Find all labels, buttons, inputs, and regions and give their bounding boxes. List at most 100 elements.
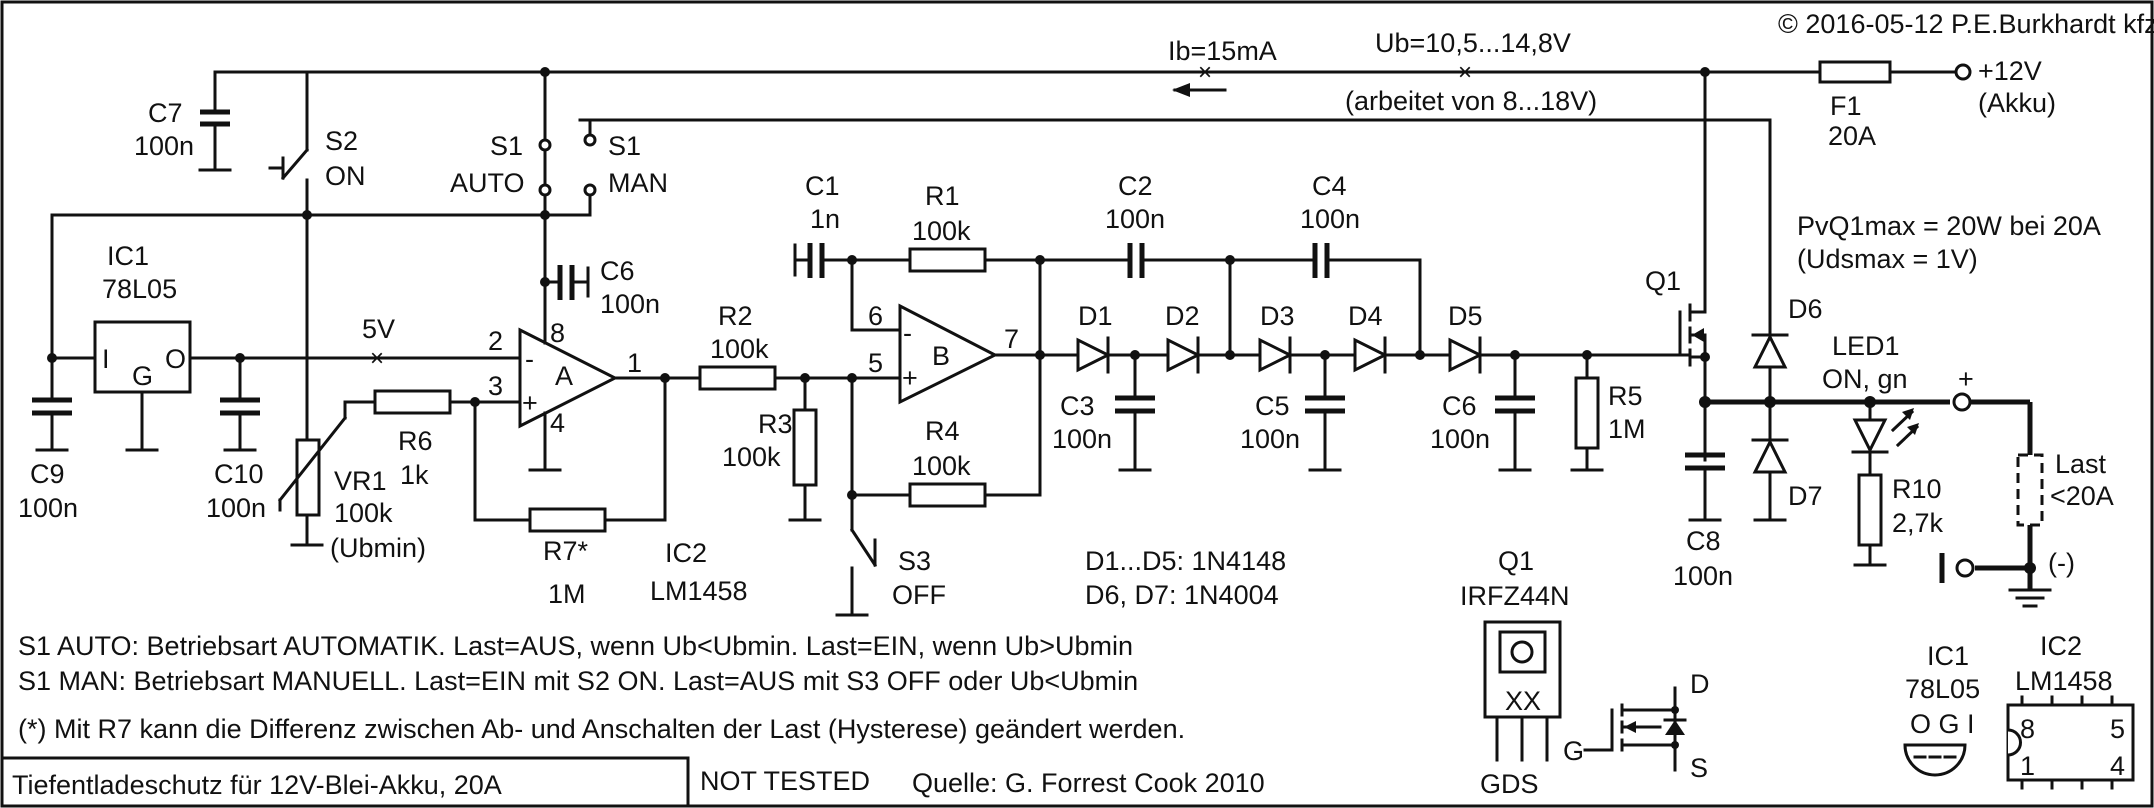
r5-name: R5 <box>1608 381 1643 411</box>
title-block <box>0 756 690 808</box>
c6b-value: 100n <box>1430 424 1490 454</box>
opb-plus: + <box>902 363 918 393</box>
opb-pin7: 7 <box>1004 324 1019 354</box>
led1-name: LED1 <box>1832 331 1900 361</box>
pkg-q1-type: IRFZ44N <box>1460 581 1570 611</box>
d6-label: D6 <box>1788 294 1823 324</box>
copyright: © 2016-05-12 P.E.Burkhardt kfz3-aw3 <box>1778 9 2154 39</box>
ib-cross: × <box>1198 59 1212 86</box>
opb-pin6: 6 <box>868 301 883 331</box>
r10-name: R10 <box>1892 474 1942 504</box>
resistor-r5 <box>1570 353 1604 472</box>
hysteresis-note: (*) Mit R7 kann die Differenz zwischen A… <box>18 714 1185 744</box>
pkg-q1-d: D <box>1690 669 1710 699</box>
mosfet-symbol <box>1583 686 1687 772</box>
resistor-r4 <box>847 376 1042 532</box>
load-name: Last <box>2055 449 2107 479</box>
opa-pin3: 3 <box>488 371 503 401</box>
r10-value: 2,7k <box>1892 508 1944 538</box>
capacitor-c10 <box>220 356 260 452</box>
pkg-ic2-type: LM1458 <box>2015 666 2113 696</box>
c5-name: C5 <box>1255 391 1290 421</box>
s1-man-name: S1 <box>608 131 641 161</box>
c3-name: C3 <box>1060 391 1095 421</box>
pkg-ic2-p8: 8 <box>2020 714 2035 744</box>
c6b-name: C6 <box>1442 391 1477 421</box>
pkg-q1-name: Q1 <box>1498 546 1534 576</box>
ub-cross: × <box>1458 59 1472 86</box>
switch-s3 <box>835 527 878 617</box>
current-arrow <box>1172 83 1227 97</box>
resistor-r2 <box>698 365 902 391</box>
opa-pin2: 2 <box>488 326 503 356</box>
package-to220 <box>1483 620 1562 762</box>
r7-name: R7* <box>543 536 589 566</box>
opa-pin1: 1 <box>627 348 642 378</box>
ic1-pin-g: G <box>132 361 153 391</box>
c3-value: 100n <box>1052 424 1112 454</box>
range-label: (arbeitet von 8...18V) <box>1345 86 1597 116</box>
opamp-a <box>518 280 702 472</box>
load-plus: + <box>1958 364 1974 394</box>
pkg-ic2-p5: 5 <box>2110 714 2125 744</box>
v5-cross: × <box>370 345 384 372</box>
c2-value: 100n <box>1105 204 1165 234</box>
diode-d5 <box>1448 336 1484 374</box>
opb-pin5: 5 <box>868 348 883 378</box>
s2-name: S2 <box>325 126 358 156</box>
c2-name: C2 <box>1118 171 1153 201</box>
r2-name: R2 <box>718 301 753 331</box>
capacitor-c7 <box>198 98 232 172</box>
c4-name: C4 <box>1312 171 1347 201</box>
opa-pin8: 8 <box>550 318 565 348</box>
r3-value: 100k <box>722 442 781 472</box>
opa-plus: + <box>522 388 538 418</box>
r4-name: R4 <box>925 416 960 446</box>
s1-auto-name: S1 <box>490 131 523 161</box>
ic2-type: LM1458 <box>650 576 748 606</box>
pkg-ic1-type: 78L05 <box>1905 674 1980 704</box>
ic1-type: 78L05 <box>102 274 177 304</box>
diode-d4 <box>1353 336 1389 374</box>
resistor-r6 <box>373 389 522 415</box>
c6a-name: C6 <box>600 256 635 286</box>
opa-pin4: 4 <box>550 408 565 438</box>
pv-note: PvQ1max = 20W bei 20A <box>1797 211 2101 241</box>
ic1-pin-o: O <box>165 344 186 374</box>
c5-value: 100n <box>1240 424 1300 454</box>
c1-name: C1 <box>805 171 840 201</box>
akku-label: (Akku) <box>1978 88 2056 118</box>
pkg-q1-marking: XX <box>1505 686 1541 716</box>
r6-name: R6 <box>398 426 433 456</box>
diode-d1 <box>1076 336 1112 374</box>
pkg-q1-s: S <box>1690 753 1708 783</box>
r5-value: 1M <box>1608 414 1646 444</box>
footer-source: Quelle: G. Forrest Cook 2010 <box>912 768 1265 798</box>
load-value: <20A <box>2050 481 2114 511</box>
c9-value: 100n <box>18 493 78 523</box>
diodes1-note: D1...D5: 1N4148 <box>1085 546 1286 576</box>
resistor-r10 <box>1853 473 1887 567</box>
r3-name: R3 <box>758 409 793 439</box>
d1-label: D1 <box>1078 301 1113 331</box>
c6a-value: 100n <box>600 289 660 319</box>
r1-name: R1 <box>925 181 960 211</box>
s3-label: OFF <box>892 580 946 610</box>
c10-name: C10 <box>214 459 264 489</box>
opb-label: B <box>932 341 950 371</box>
s1-man-label: MAN <box>608 168 668 198</box>
output-node <box>1699 392 2033 455</box>
r7-value: 1M <box>548 579 586 609</box>
ib-label: Ib=15mA <box>1168 36 1277 66</box>
ub-label: Ub=10,5...14,8V <box>1375 28 1571 58</box>
s2-label: ON <box>325 161 366 191</box>
c8-name: C8 <box>1686 526 1721 556</box>
opb-minus: - <box>903 318 912 348</box>
resistor-r1 <box>850 247 1042 332</box>
d5-label: D5 <box>1448 301 1483 331</box>
led-led1 <box>1851 400 1920 477</box>
diode-d7 <box>1751 400 1789 522</box>
ic1-pin-i: I <box>102 344 110 374</box>
